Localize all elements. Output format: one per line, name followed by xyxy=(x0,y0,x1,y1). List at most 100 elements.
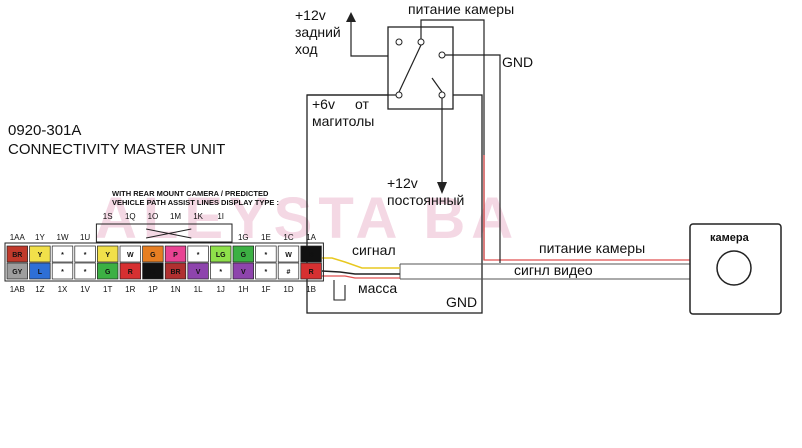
connector-cell-top-label: * xyxy=(84,252,87,259)
connector-cell-top xyxy=(210,245,232,263)
connector-pin-bottom: 1Z xyxy=(35,285,44,294)
wire-mass-black xyxy=(321,270,400,275)
connector-cell-bottom-label: R xyxy=(128,269,133,276)
connector-cell-bottom-label: # xyxy=(287,269,291,276)
arrow-plus12-const xyxy=(437,182,447,194)
connector-cell-top-label: Y xyxy=(38,252,43,259)
connector-pin-bottom: 1AB xyxy=(10,285,25,294)
connector-pin-top-right: 1E xyxy=(261,233,271,242)
connector-cell-bottom xyxy=(232,262,254,280)
wire-red-small xyxy=(322,275,400,279)
connector-pin-bottom: 1X xyxy=(58,285,68,294)
wire-gnd-top xyxy=(445,54,501,155)
connector-cell-top-label: B xyxy=(309,252,314,259)
label-plus12-reverse-3: ход xyxy=(295,41,318,57)
connector-cell-top xyxy=(51,245,74,263)
connector-cell-bottom xyxy=(210,262,232,280)
connector-cell-bottom-label: * xyxy=(265,269,268,276)
connector-cell-top xyxy=(164,245,187,263)
connector-cell-top-label: G xyxy=(150,252,156,259)
connector-pin-bottom: 1J xyxy=(216,285,224,294)
connector-cell-top xyxy=(6,245,28,263)
connector-cell-bottom xyxy=(277,262,300,280)
label-camera-power-line: питание камеры xyxy=(539,240,645,256)
connector-cell-bottom xyxy=(187,262,209,280)
connector-pin-bottom: 1N xyxy=(170,285,180,294)
connector-key xyxy=(95,223,233,243)
connector-pin-top-right: 1A xyxy=(306,233,316,242)
connector-cell-top-label: * xyxy=(197,252,200,259)
connector-cell-bottom xyxy=(255,262,277,280)
unit-name: CONNECTIVITY MASTER UNIT xyxy=(8,141,225,158)
connector-pin-top-mid: 1K xyxy=(193,212,203,221)
connector-cell-top-label: LG xyxy=(216,252,226,259)
connector-key-cross-2 xyxy=(146,228,192,239)
connector-pin-top-left: 1U xyxy=(80,233,90,242)
connector-pin-top-left: 1W xyxy=(57,233,69,242)
connector-cell-bottom-label: * xyxy=(219,269,222,276)
connector-cell-bottom-label: GY xyxy=(12,269,22,276)
connector-pin-top-left: 1Y xyxy=(35,233,45,242)
label-plus6-1: +6v xyxy=(312,96,335,112)
connector-cell-top xyxy=(29,245,51,263)
connector-cell-top-label: W xyxy=(285,252,292,259)
label-plus12-reverse-2: задний xyxy=(295,24,341,40)
label-signal: сигнал xyxy=(352,242,396,258)
connector-cell-top-label: * xyxy=(265,252,268,259)
unit-model: 0920-301A xyxy=(8,122,81,139)
label-mass: масса xyxy=(358,280,397,296)
connector-cell-bottom xyxy=(97,262,119,280)
connector-cell-top xyxy=(142,245,164,263)
connector-cell-bottom-label: L xyxy=(38,269,43,276)
camera-lens-icon xyxy=(716,250,752,286)
connector-pin-bottom: 1P xyxy=(148,285,158,294)
connector-pin-bottom: 1T xyxy=(103,285,112,294)
connector-cell-bottom-label: V xyxy=(241,269,246,276)
connector-cell-bottom xyxy=(300,262,322,280)
connector-cell-top-label: P xyxy=(173,252,178,259)
connector: BRGY1ABYL1Z**1X**1VYG1TWR1RGB1PPBR1N*V1L… xyxy=(4,212,324,294)
connector-cell-top xyxy=(74,245,96,263)
connector-pin-top-mid: 1I xyxy=(217,212,224,221)
connector-pin-bottom: 1V xyxy=(80,285,90,294)
wire-camera-power-red xyxy=(483,155,690,261)
connector-pin-top-right: 1G xyxy=(238,233,249,242)
connector-pin-top-mid: 1Q xyxy=(125,212,136,221)
connector-cell-top-label: G xyxy=(241,252,247,259)
connector-cell-bottom xyxy=(51,262,74,280)
relay-switch-arm xyxy=(398,44,422,93)
connector-cell-top xyxy=(119,245,141,263)
unit-note-line1: WITH REAR MOUNT CAMERA / PREDICTED xyxy=(112,189,269,198)
label-plus12-const-1: +12v xyxy=(387,175,418,191)
connector-cell-top xyxy=(255,245,277,263)
label-plus6-2: от xyxy=(355,96,369,112)
connector-pin-bottom: 1R xyxy=(125,285,135,294)
connector-cell-top xyxy=(300,245,322,263)
wire-camera-power-top xyxy=(420,19,485,260)
wire-signal-yellow xyxy=(322,257,400,269)
connector-cell-top-label: BR xyxy=(12,252,22,259)
label-gnd-bottom: GND xyxy=(446,294,477,310)
label-camera-power-top: питание камеры xyxy=(408,1,514,17)
connector-cell-bottom xyxy=(164,262,187,280)
connector-cell-bottom xyxy=(74,262,96,280)
connector-pin-bottom: 1B xyxy=(306,285,316,294)
label-gnd-top: GND xyxy=(502,54,533,70)
connector-cell-top xyxy=(277,245,300,263)
connector-frame xyxy=(4,242,324,282)
connector-pin-bottom: 1F xyxy=(261,285,270,294)
connector-cell-top xyxy=(97,245,119,263)
connector-cell-bottom xyxy=(119,262,141,280)
connector-pin-top-right: 1C xyxy=(283,233,293,242)
connector-cell-bottom xyxy=(29,262,51,280)
connector-cell-bottom-label: * xyxy=(84,269,87,276)
connector-pin-top-left: 1AA xyxy=(10,233,26,242)
connector-pin-bottom: 1H xyxy=(238,285,248,294)
label-video-signal-line: сигнл видео xyxy=(514,262,593,278)
connector-cell-bottom-label: BR xyxy=(170,269,180,276)
connector-cell-top xyxy=(187,245,209,263)
arrow-reverse xyxy=(346,12,356,22)
connector-cell-bottom-label: R xyxy=(309,269,314,276)
connector-pin-top-mid: 1S xyxy=(103,212,113,221)
